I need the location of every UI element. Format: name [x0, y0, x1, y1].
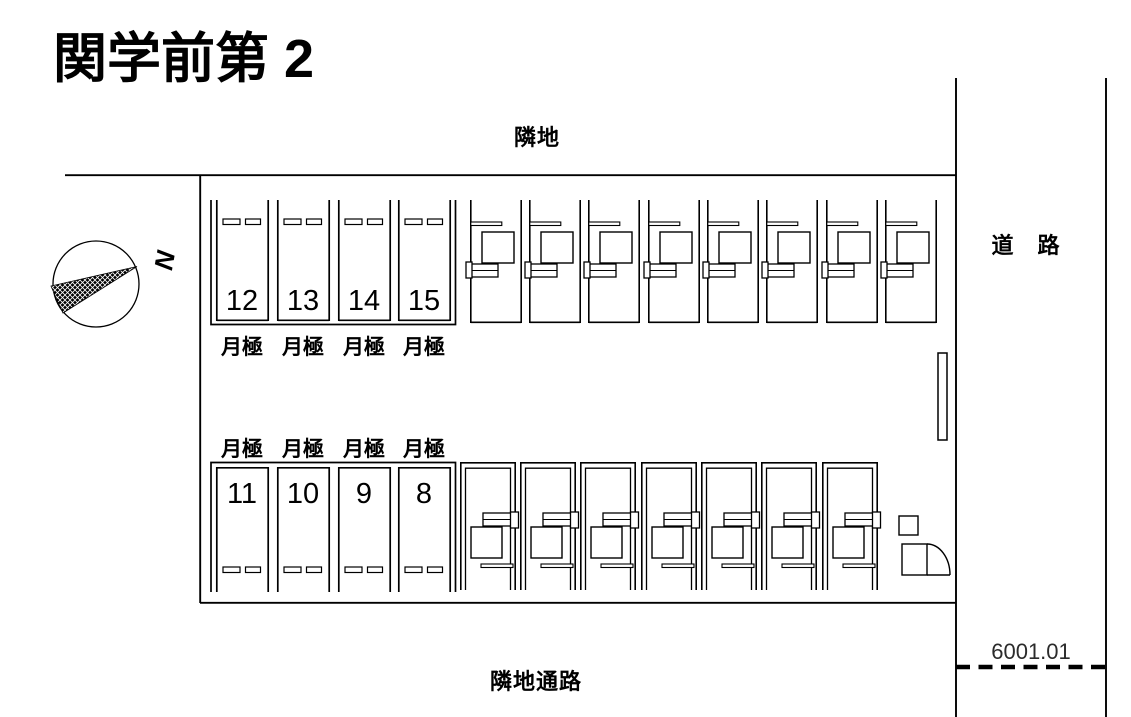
bottom-numbered-group-outline: [210, 461, 457, 592]
monthly-label-14: 月極: [342, 335, 385, 359]
stall-number-14: 14: [348, 285, 380, 317]
monthly-label-13: 月極: [281, 335, 324, 359]
compass-circle-icon: [52, 240, 140, 328]
mechanical-stall-bottom-7: [821, 461, 882, 591]
entrance-door-symbol: [898, 515, 951, 576]
utility-box-icon: [898, 515, 919, 536]
stall-number-13: 13: [287, 285, 319, 317]
mechanical-stall-top-2: [524, 199, 582, 324]
stall-number-10: 10: [287, 478, 319, 510]
monthly-label-8: 月極: [402, 437, 445, 461]
mechanical-stall-bottom-5: [700, 461, 761, 591]
compass-needle-icon: [50, 266, 138, 314]
mechanical-stall-top-6: [761, 199, 819, 324]
mechanical-stall-top-5: [702, 199, 760, 324]
monthly-label-9: 月極: [342, 437, 385, 461]
monthly-label-10: 月極: [281, 437, 324, 461]
door-leaf-icon: [901, 543, 928, 576]
mechanical-stall-top-4: [643, 199, 701, 324]
neighbor-land-label: 隣地: [514, 125, 560, 150]
stall-number-11: 11: [227, 478, 257, 510]
stall-number-15: 15: [408, 285, 440, 317]
mechanical-stall-top-7: [821, 199, 879, 324]
sliding-gate-rect: [937, 352, 948, 441]
mechanical-stall-bottom-2: [519, 461, 580, 591]
north-arrow: N: [50, 240, 181, 328]
mechanical-stall-bottom-1: [459, 461, 520, 591]
road-label: 道 路: [991, 233, 1060, 258]
mechanical-stall-top-1: [465, 199, 523, 324]
monthly-label-11: 月極: [220, 437, 263, 461]
monthly-label-12: 月極: [220, 335, 263, 359]
neighbor-passage-label: 隣地通路: [490, 669, 582, 694]
top-numbered-group-outline: [210, 200, 457, 326]
stall-number-9: 9: [356, 478, 372, 510]
north-letter: N: [148, 248, 181, 273]
mechanical-stall-bottom-3: [579, 461, 640, 591]
mechanical-stall-bottom-4: [640, 461, 701, 591]
mechanical-stall-bottom-6: [760, 461, 821, 591]
page-title: 関学前第 2: [53, 29, 314, 89]
stall-number-12: 12: [226, 285, 258, 317]
mechanical-stall-top-8: [880, 199, 938, 324]
measurement-value: 6001.01: [991, 639, 1071, 664]
monthly-label-15: 月極: [402, 335, 445, 359]
door-swing-arc-icon: [926, 543, 951, 576]
mechanical-stall-top-3: [583, 199, 641, 324]
stall-number-8: 8: [416, 478, 432, 510]
